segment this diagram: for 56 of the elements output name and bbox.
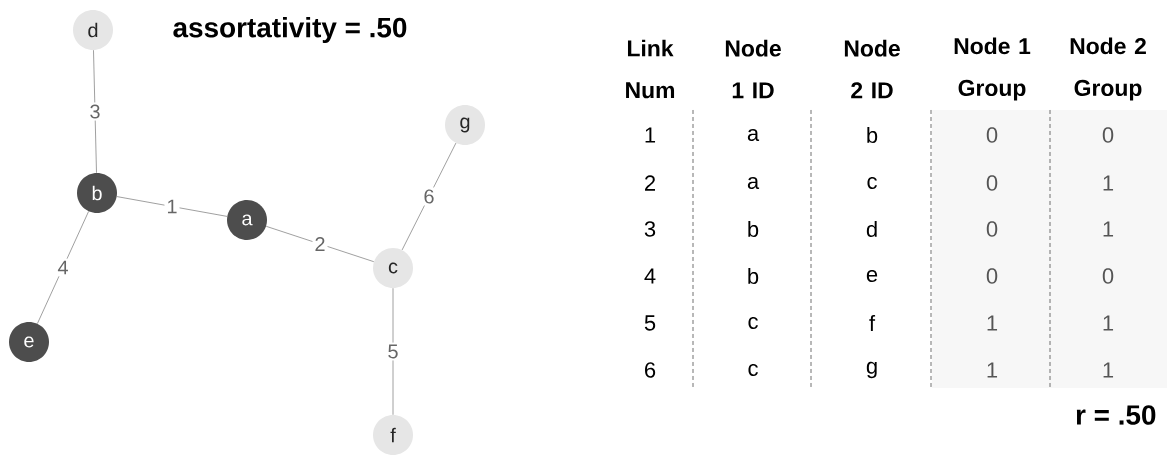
edge-label: 2 — [312, 235, 328, 253]
link-number: 4 — [644, 268, 656, 284]
link-number: 2 — [645, 175, 655, 191]
group-value: 0 — [986, 127, 998, 143]
edge-label: 1 — [164, 197, 180, 216]
result-label: r = .50 — [1076, 405, 1156, 425]
node-id: e — [866, 270, 878, 282]
link-number: 3 — [644, 221, 656, 237]
column-header: Node 2 Group — [1070, 37, 1146, 101]
graph-node: b — [77, 173, 117, 213]
link-line — [401, 142, 457, 251]
node-id: a — [747, 177, 760, 189]
group-value: 0 — [986, 175, 998, 191]
group-value: 1 — [1103, 315, 1114, 331]
link-line — [37, 210, 90, 325]
node-id: c — [867, 177, 877, 189]
link-number: 5 — [644, 315, 656, 331]
column-header: Link Num — [626, 39, 675, 99]
node-id: c — [748, 317, 758, 329]
link-line — [265, 225, 375, 263]
graph-node: f — [373, 415, 413, 455]
graph-node: a — [227, 200, 267, 240]
group-value: 1 — [1103, 221, 1114, 237]
column-header: Node 1 Group — [954, 37, 1031, 101]
group-value: 1 — [987, 315, 998, 331]
link-number: 6 — [645, 362, 656, 378]
node-id: c — [748, 364, 758, 376]
node-id: b — [867, 126, 878, 144]
node-id: a — [747, 129, 760, 141]
group-value: 0 — [1102, 268, 1114, 284]
node-id: b — [748, 267, 759, 285]
graph-node: d — [73, 10, 113, 50]
column-header: Node 1 ID — [725, 39, 781, 99]
link-line — [392, 287, 394, 416]
group-value: 0 — [1102, 127, 1114, 143]
group-value: 1 — [1103, 175, 1114, 191]
group-value: 1 — [987, 362, 998, 378]
title: assortativity = .50 — [173, 17, 407, 43]
link-line — [116, 196, 228, 217]
node-id: b — [748, 220, 759, 238]
node-id: g — [866, 361, 877, 379]
group-value: 0 — [986, 268, 998, 284]
link-number: 1 — [645, 127, 656, 143]
graph-node: c — [373, 248, 413, 288]
link-line — [93, 49, 97, 174]
group-value: 1 — [1103, 362, 1114, 378]
edge-label: 5 — [385, 342, 401, 361]
edge-label: 3 — [87, 102, 103, 121]
graph-node: g — [445, 105, 485, 145]
edge-label: 6 — [421, 187, 437, 206]
graph-node: e — [9, 322, 49, 362]
column-header: Node 2 ID — [844, 39, 900, 99]
edge-label: 4 — [55, 258, 71, 277]
group-value: 0 — [986, 221, 998, 237]
node-id: f — [869, 315, 876, 331]
node-id: d — [866, 220, 877, 238]
